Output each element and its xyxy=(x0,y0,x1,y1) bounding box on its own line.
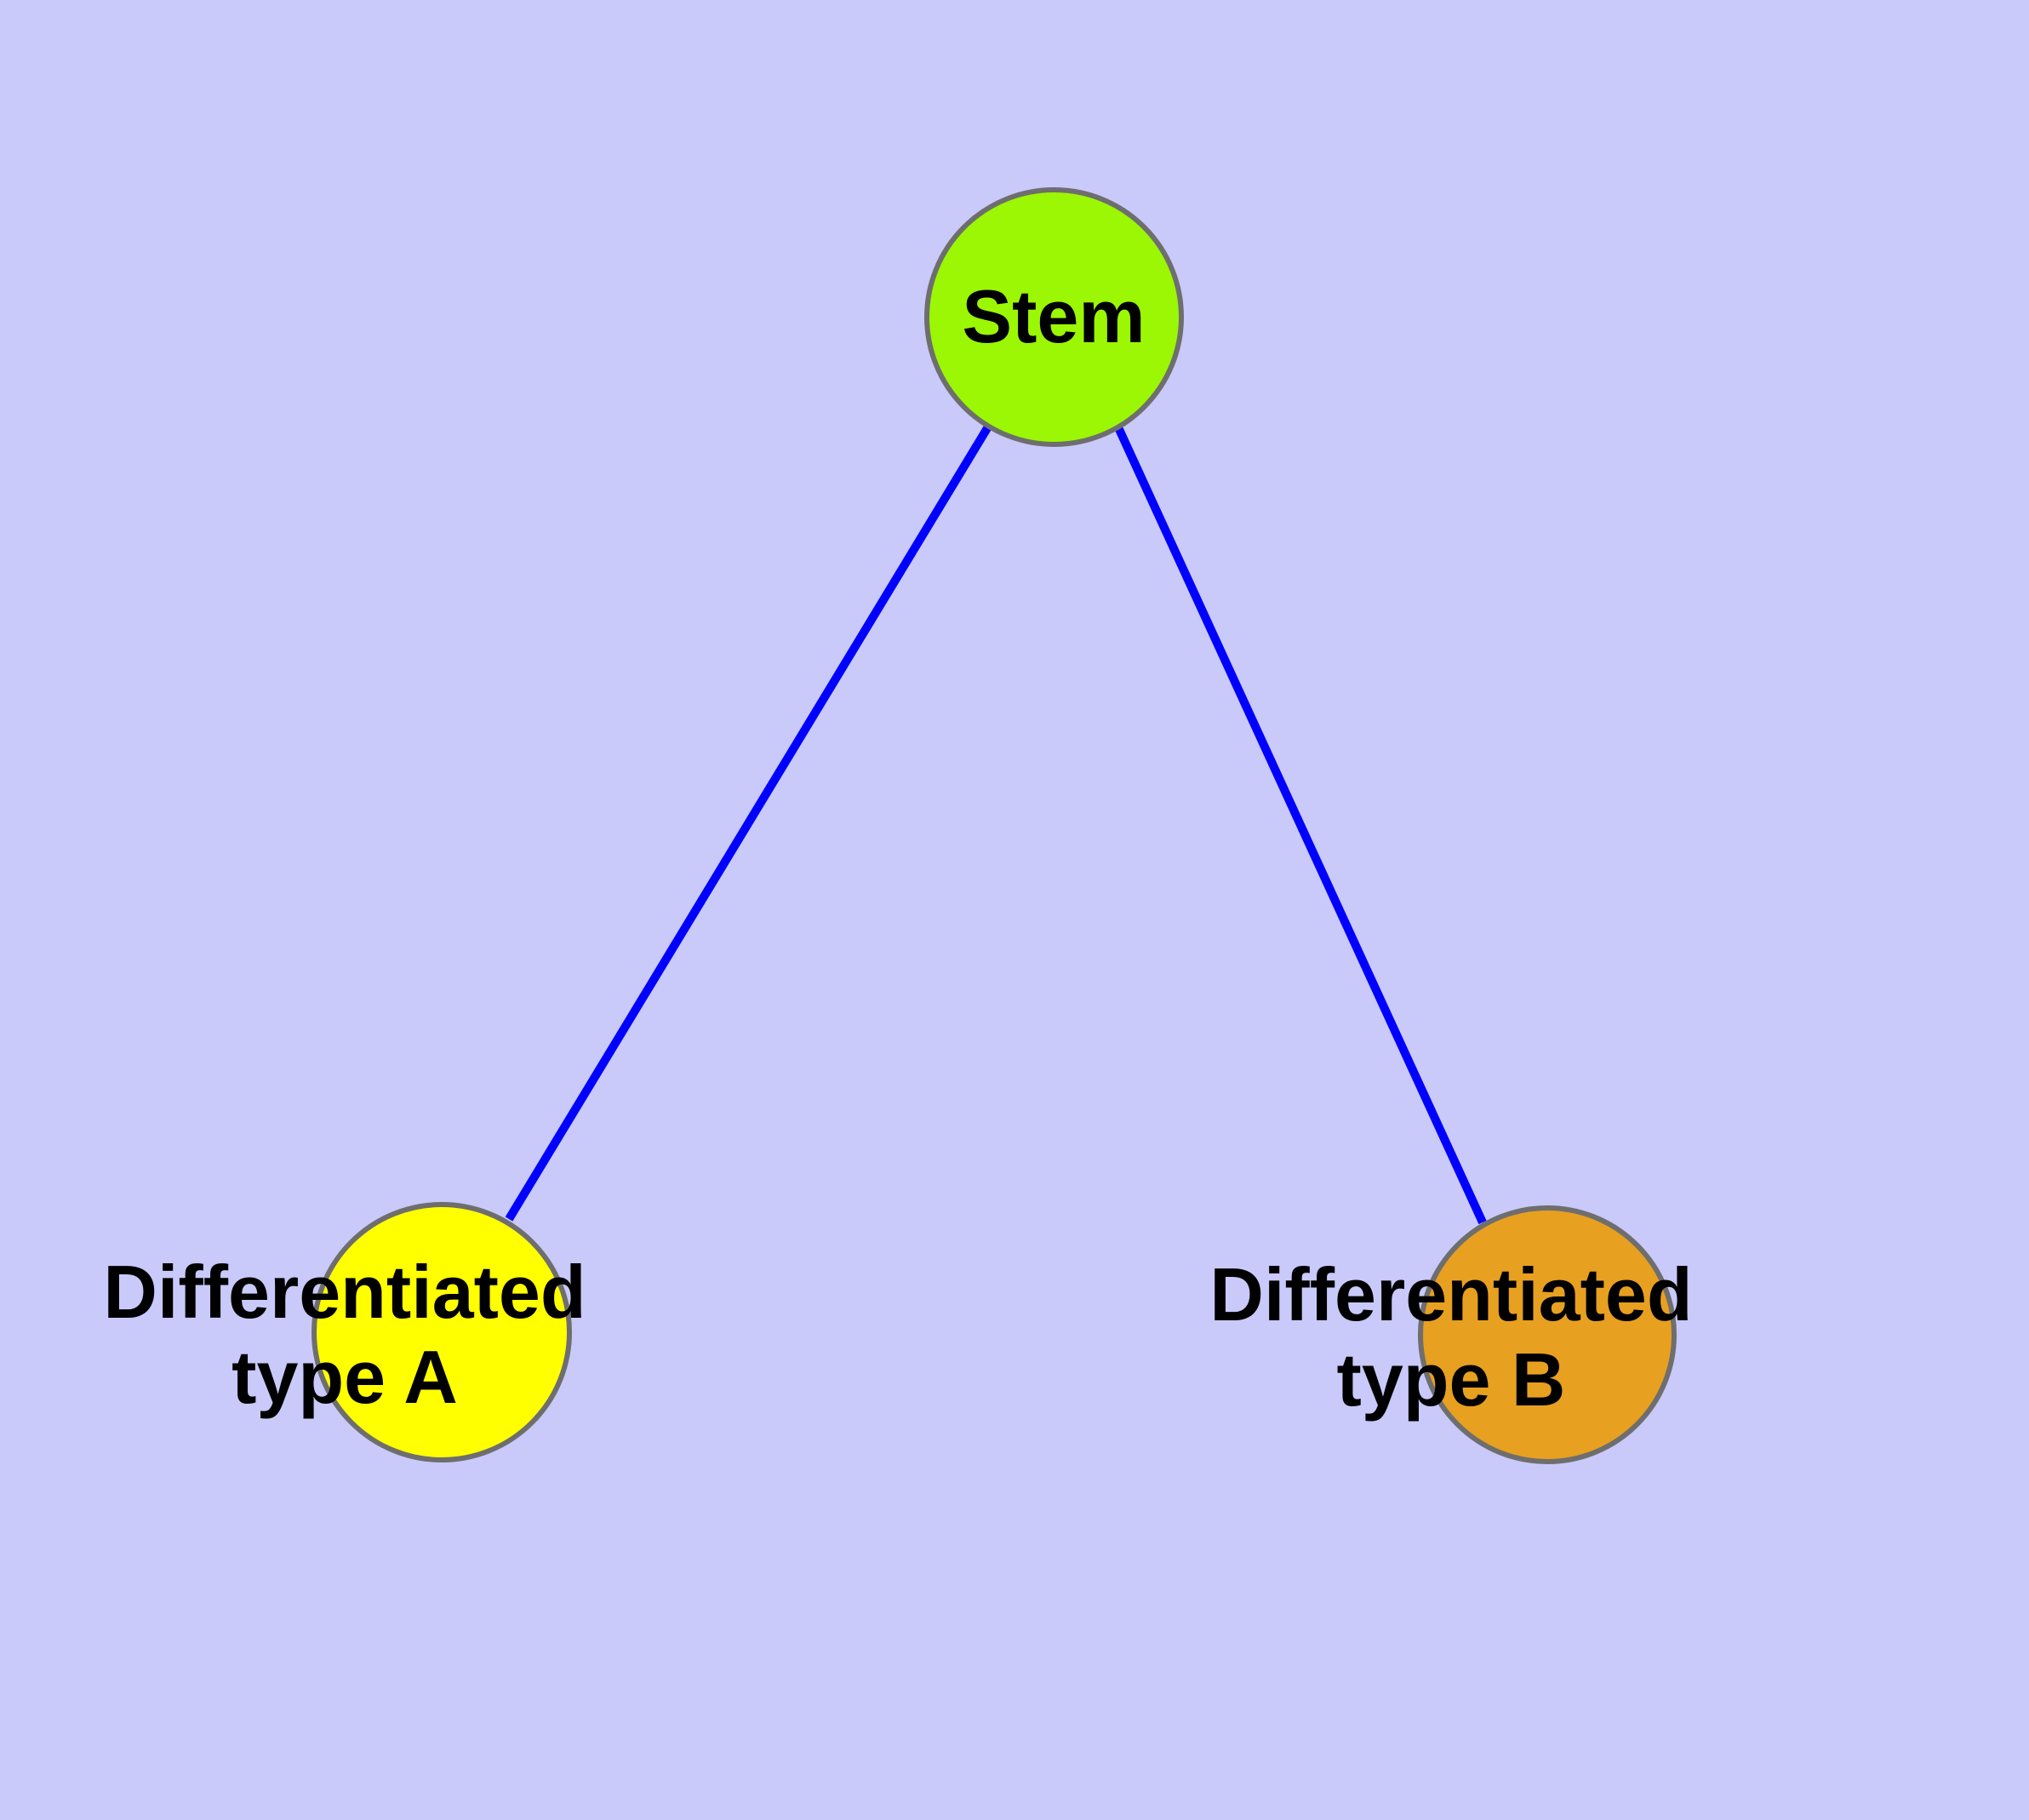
edge-stem-to-type-a[interactable] xyxy=(505,426,992,1222)
node-differentiated-type-b[interactable] xyxy=(1418,1205,1677,1464)
node-stem[interactable] xyxy=(924,187,1184,447)
node-differentiated-type-a[interactable] xyxy=(311,1202,572,1462)
edge-stem-to-type-b[interactable] xyxy=(1113,423,1487,1225)
